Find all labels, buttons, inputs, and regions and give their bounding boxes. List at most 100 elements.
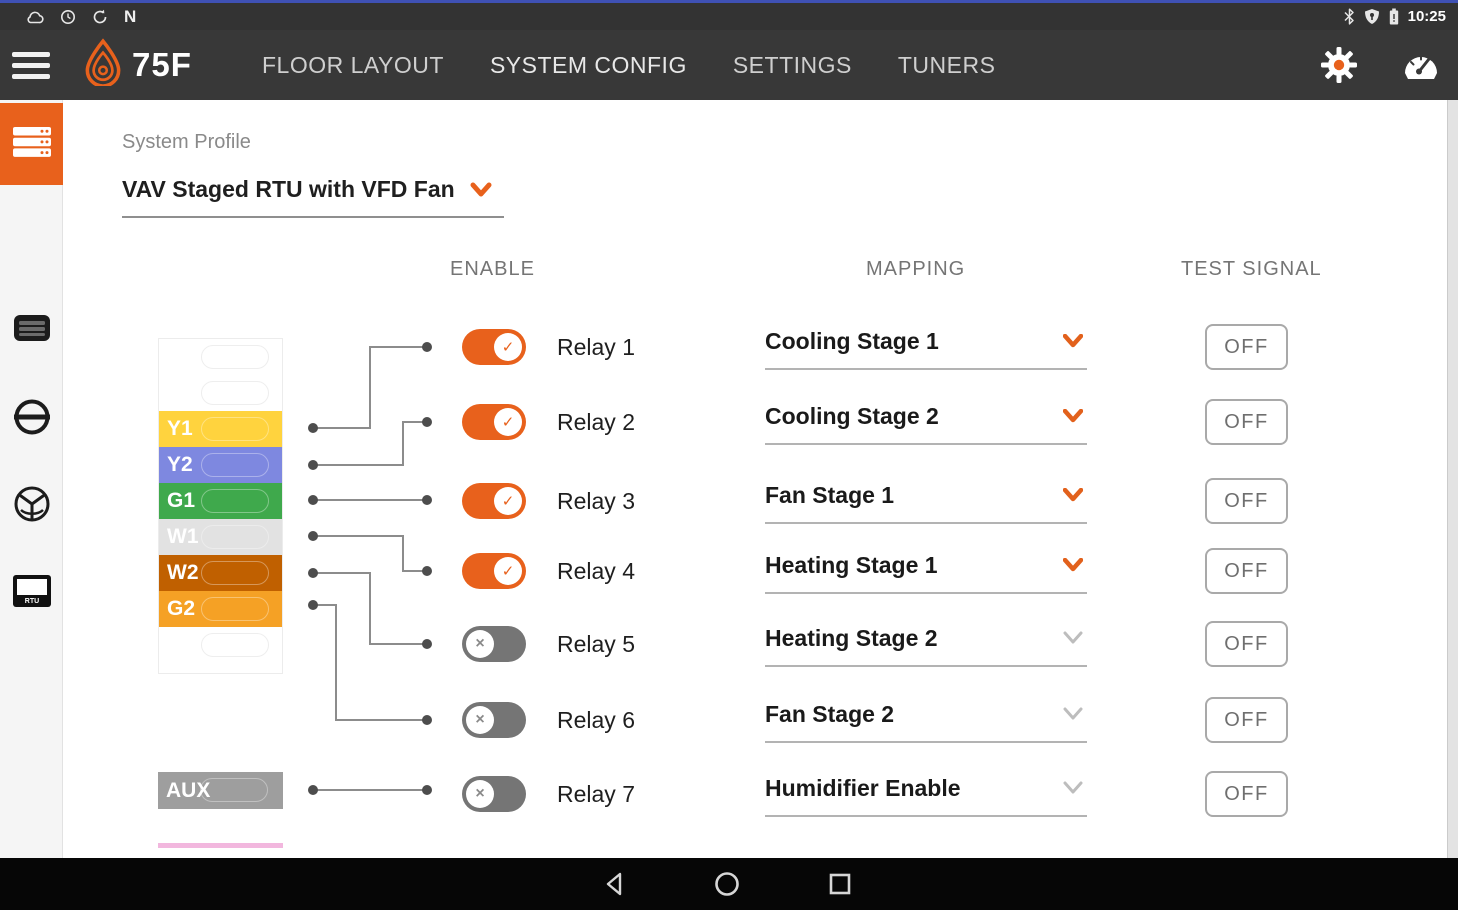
back-icon[interactable] xyxy=(601,870,629,898)
column-header-enable: ENABLE xyxy=(450,258,535,280)
relay-row-3: Relay 3 Fan Stage 1 OFF xyxy=(0,464,1458,538)
mapping-value: Cooling Stage 1 xyxy=(765,328,939,354)
relay-2-toggle[interactable] xyxy=(462,404,526,440)
sidebar-item-wall-module[interactable] xyxy=(0,305,63,355)
toggle-knob xyxy=(466,780,494,808)
relay-stack-icon xyxy=(12,122,52,167)
relay-row-5: Relay 5 Heating Stage 2 OFF xyxy=(0,607,1458,681)
mapping-value: Fan Stage 1 xyxy=(765,482,895,508)
relay-1-label: Relay 1 xyxy=(557,334,635,360)
relay-4-mapping-select[interactable]: Heating Stage 1 xyxy=(765,546,1087,594)
toggle-knob xyxy=(494,487,522,515)
terminal-keyhole xyxy=(201,633,269,657)
system-profile-label: System Profile xyxy=(122,131,251,153)
relay-7-toggle[interactable] xyxy=(462,776,526,812)
nav-tabs: FLOOR LAYOUT SYSTEM CONFIG SETTINGS TUNE… xyxy=(262,30,995,100)
relay-3-test-signal-button[interactable]: OFF xyxy=(1205,478,1288,524)
relay-2-test-signal-button[interactable]: OFF xyxy=(1205,399,1288,445)
relay-3-label: Relay 3 xyxy=(557,488,635,514)
alarm-clock-icon xyxy=(60,9,76,25)
rtu-icon: RTU xyxy=(12,574,52,613)
relay-4-test-signal-button[interactable]: OFF xyxy=(1205,548,1288,594)
damper-icon xyxy=(12,397,52,442)
shield-icon xyxy=(1364,8,1380,25)
relay-row-2: Relay 2 Cooling Stage 2 OFF xyxy=(0,385,1458,459)
gauge-icon[interactable] xyxy=(1400,44,1442,86)
status-bar: N 10:25 xyxy=(0,0,1458,30)
terminal-y2: Y2 xyxy=(159,447,282,483)
fan-icon xyxy=(13,485,51,528)
battery-icon xyxy=(1389,8,1399,25)
terminal-w1: W1 xyxy=(159,519,282,555)
terminal-keyhole xyxy=(201,561,269,585)
column-header-test-signal: TEST SIGNAL xyxy=(1181,258,1322,280)
relay-6-toggle[interactable] xyxy=(462,702,526,738)
relay-1-toggle[interactable] xyxy=(462,329,526,365)
terminal-label: AUX xyxy=(166,778,211,802)
terminal-keyhole xyxy=(201,381,269,405)
terminal-label: W1 xyxy=(167,525,199,548)
sidebar-item-relay-config[interactable] xyxy=(0,103,63,185)
mapping-value: Humidifier Enable xyxy=(765,775,961,801)
chevron-down-icon xyxy=(1063,781,1083,801)
recents-icon[interactable] xyxy=(826,870,854,898)
relay-7-mapping-select[interactable]: Humidifier Enable xyxy=(765,769,1087,817)
relay-row-1: Relay 1 Cooling Stage 1 OFF xyxy=(0,310,1458,384)
relay-5-mapping-select[interactable]: Heating Stage 2 xyxy=(765,619,1087,667)
status-left-icons: N xyxy=(26,3,136,30)
tab-floor-layout[interactable]: FLOOR LAYOUT xyxy=(262,51,444,78)
chevron-down-icon xyxy=(1062,333,1084,354)
sidebar-item-damper[interactable] xyxy=(0,393,63,445)
status-right-icons: 10:25 xyxy=(1344,3,1446,30)
chevron-down-icon xyxy=(1062,487,1084,508)
relay-6-label: Relay 6 xyxy=(557,707,635,733)
tab-system-config[interactable]: SYSTEM CONFIG xyxy=(489,51,687,78)
terminal-label: Y2 xyxy=(167,453,193,476)
brand-text: 75F xyxy=(132,45,192,83)
relay-2-label: Relay 2 xyxy=(557,409,635,435)
scroll-edge[interactable] xyxy=(1447,100,1458,858)
home-icon[interactable] xyxy=(713,870,741,898)
terminal-label: Y1 xyxy=(167,417,193,440)
relay-2-mapping-select[interactable]: Cooling Stage 2 xyxy=(765,397,1087,445)
gear-icon[interactable] xyxy=(1318,44,1360,86)
toggle-knob xyxy=(494,557,522,585)
tab-settings[interactable]: SETTINGS xyxy=(732,51,852,78)
sync-icon xyxy=(92,9,108,25)
tab-tuners[interactable]: TUNERS xyxy=(897,51,996,78)
status-time: 10:25 xyxy=(1407,8,1446,25)
relay-5-label: Relay 5 xyxy=(557,631,635,657)
relay-3-toggle[interactable] xyxy=(462,483,526,519)
terminal-keyhole xyxy=(201,489,269,513)
relay-1-test-signal-button[interactable]: OFF xyxy=(1205,324,1288,370)
mapping-value: Cooling Stage 2 xyxy=(765,403,939,429)
mapping-value: Heating Stage 1 xyxy=(765,552,938,578)
sidebar-item-fan[interactable] xyxy=(0,481,63,531)
relay-7-test-signal-button[interactable]: OFF xyxy=(1205,771,1288,817)
relay-5-test-signal-button[interactable]: OFF xyxy=(1205,621,1288,667)
relay-4-toggle[interactable] xyxy=(462,553,526,589)
relay-6-test-signal-button[interactable]: OFF xyxy=(1205,697,1288,743)
menu-icon[interactable] xyxy=(12,47,50,83)
relay-5-toggle[interactable] xyxy=(462,626,526,662)
terminal-w2: W2 xyxy=(159,555,282,591)
relay-6-mapping-select[interactable]: Fan Stage 2 xyxy=(765,695,1087,743)
relay-1-mapping-select[interactable]: Cooling Stage 1 xyxy=(765,322,1087,370)
mapping-value: Fan Stage 2 xyxy=(765,701,895,727)
system-profile-select[interactable]: VAV Staged RTU with VFD Fan xyxy=(122,168,504,218)
toggle-knob xyxy=(494,408,522,436)
sidebar-item-rtu[interactable]: RTU xyxy=(0,566,63,620)
toggle-knob xyxy=(466,706,494,734)
chevron-down-icon xyxy=(1062,557,1084,578)
svg-text:RTU: RTU xyxy=(24,598,38,605)
terminal-slot-empty xyxy=(159,375,282,411)
chevron-down-icon xyxy=(470,182,492,203)
terminal-y1: Y1 xyxy=(159,411,282,447)
app-bar: 75F FLOOR LAYOUT SYSTEM CONFIG SETTINGS … xyxy=(0,30,1458,130)
brand-logo: 75F xyxy=(82,38,192,91)
cloud-icon xyxy=(26,10,44,24)
android-nav-bar xyxy=(0,858,1458,910)
relay-3-mapping-select[interactable]: Fan Stage 1 xyxy=(765,476,1087,524)
chevron-down-icon xyxy=(1063,631,1083,651)
